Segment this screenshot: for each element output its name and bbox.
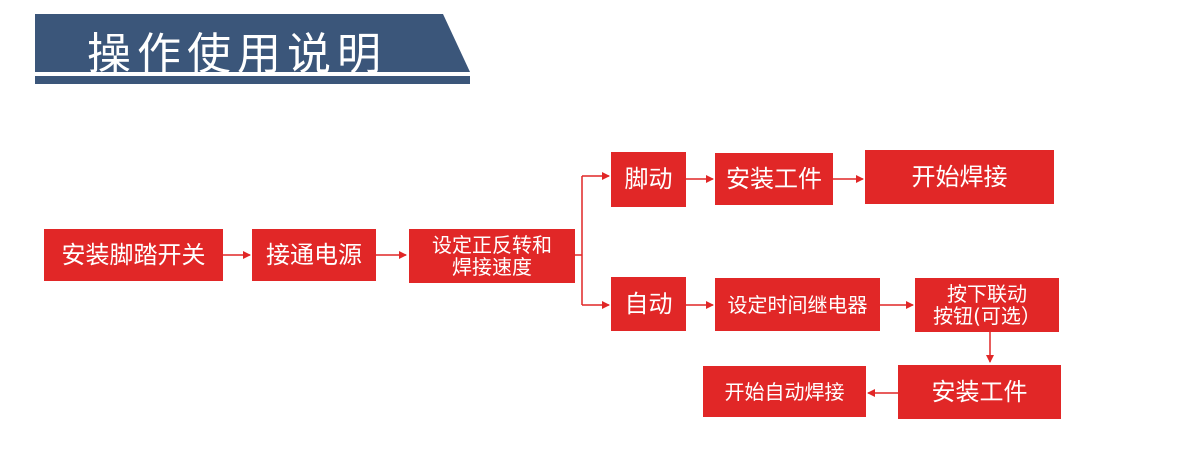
banner-shape: [35, 14, 470, 84]
node-auto-mode-label: 自动: [624, 289, 673, 318]
node-set-speed: 设定正反转和 焊接速度: [409, 229, 575, 283]
node-install-part-2: 安装工件: [898, 365, 1061, 419]
node-press-linkage-line2: 按钮(可选）: [933, 304, 1041, 328]
node-connect-power: 接通电源: [252, 229, 376, 281]
node-connect-power-label: 接通电源: [266, 240, 362, 269]
title-banner: 操作使用说明: [35, 14, 470, 86]
node-auto-mode: 自动: [611, 277, 686, 331]
node-install-pedal-label: 安装脚踏开关: [61, 240, 206, 269]
node-set-relay-label: 设定时间继电器: [727, 292, 868, 317]
node-press-linkage: 按下联动 按钮(可选）: [915, 278, 1059, 332]
node-install-part-1: 安装工件: [715, 153, 833, 205]
node-foot-mode: 脚动: [611, 152, 686, 207]
node-start-welding: 开始焊接: [865, 150, 1054, 204]
node-start-welding-label: 开始焊接: [911, 162, 1008, 191]
node-start-auto-welding-label: 开始自动焊接: [724, 379, 845, 404]
node-press-linkage-line1: 按下联动: [947, 282, 1027, 306]
node-install-part-1-label: 安装工件: [726, 164, 822, 193]
node-set-relay: 设定时间继电器: [715, 278, 880, 331]
node-foot-mode-label: 脚动: [624, 165, 673, 194]
node-install-pedal: 安装脚踏开关: [44, 229, 223, 281]
page-title: 操作使用说明: [87, 29, 387, 80]
node-set-speed-line1: 设定正反转和: [432, 233, 552, 257]
node-set-speed-line2: 焊接速度: [452, 255, 532, 279]
node-start-auto-welding: 开始自动焊接: [703, 366, 866, 417]
node-install-part-2-label: 安装工件: [931, 377, 1028, 406]
